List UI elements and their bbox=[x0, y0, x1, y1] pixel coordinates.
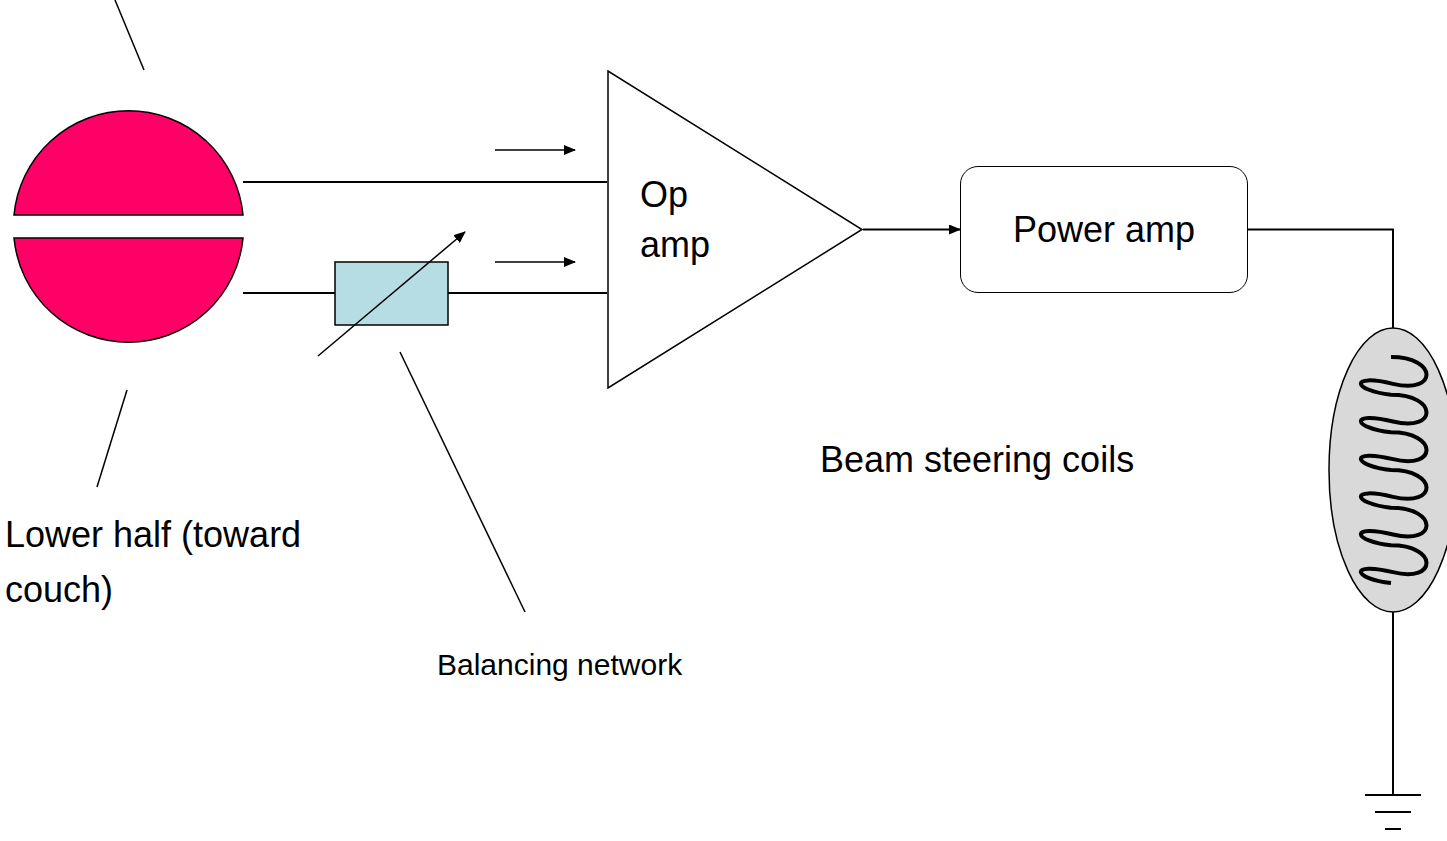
leader-line bbox=[97, 390, 127, 487]
part-label: Balancing network bbox=[437, 645, 837, 685]
part-label: Lower half (toward couch) bbox=[5, 507, 365, 617]
power-amp-box: Power amp bbox=[960, 166, 1248, 293]
leader-line bbox=[400, 352, 525, 612]
lower-half-detector bbox=[14, 238, 243, 342]
op-amp-triangle: Op amp bbox=[607, 70, 863, 389]
signal-wire bbox=[863, 229, 960, 231]
ground-symbol bbox=[1385, 828, 1401, 830]
signal-wire bbox=[243, 292, 335, 294]
upper-half-detector bbox=[14, 111, 243, 215]
variable-arrow bbox=[318, 232, 465, 356]
coil-outline bbox=[1329, 328, 1447, 612]
ground-symbol bbox=[1365, 794, 1421, 796]
leader-line bbox=[115, 0, 144, 70]
ground-wire bbox=[1392, 612, 1394, 795]
node-label: Op amp bbox=[640, 170, 735, 270]
ground-symbol bbox=[1375, 811, 1411, 813]
coil-winding bbox=[1361, 357, 1427, 583]
signal-wire bbox=[243, 181, 607, 183]
current-arrow bbox=[495, 149, 575, 151]
coil-outline bbox=[1328, 327, 1447, 613]
current-arrow bbox=[495, 261, 575, 263]
node-label: Power amp bbox=[1013, 209, 1195, 251]
triangle-outline bbox=[608, 71, 862, 388]
node-label: Beam steering coils bbox=[820, 439, 1134, 481]
beam-steering-coil: Beam steering coils bbox=[1328, 327, 1447, 613]
signal-wire bbox=[1248, 230, 1393, 330]
signal-wire bbox=[448, 292, 607, 294]
